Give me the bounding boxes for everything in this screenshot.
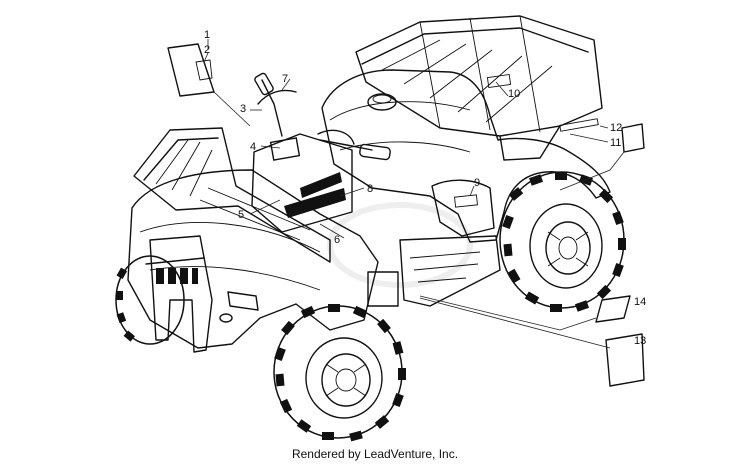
callout-labels: 1 2 3 4 5 6 7 8 9 10 11 12 13 14 — [204, 29, 646, 347]
decal-sheet-13[interactable] — [605, 333, 645, 387]
callout-2[interactable]: 2 — [204, 44, 210, 56]
callout-14[interactable]: 14 — [634, 296, 646, 308]
handlebar-assembly[interactable] — [254, 72, 391, 161]
leader-lines — [203, 39, 625, 349]
decal-sheet-14[interactable] — [595, 295, 631, 323]
callout-3[interactable]: 3 — [240, 103, 246, 115]
front-tire-tread — [274, 304, 406, 442]
callout-7[interactable]: 7 — [282, 73, 288, 85]
rear-right-wheel[interactable] — [499, 171, 626, 312]
callout-10[interactable]: 10 — [508, 88, 520, 100]
decal-sheet-12[interactable] — [621, 123, 645, 153]
atv-body[interactable] — [127, 15, 611, 353]
center-console — [251, 133, 353, 233]
callout-12[interactable]: 12 — [610, 122, 622, 134]
fuel-cap — [367, 93, 397, 111]
front-grille — [156, 268, 198, 284]
callout-1[interactable]: 1 — [204, 29, 210, 41]
callout-8[interactable]: 8 — [367, 183, 373, 195]
rear-rack[interactable] — [355, 15, 603, 161]
rendered-by-footer: Rendered by LeadVenture, Inc. — [291, 447, 459, 461]
callout-4[interactable]: 4 — [250, 141, 256, 153]
atv-decal-diagram: 1 2 3 4 5 6 7 8 9 10 11 12 13 14 — [115, 15, 646, 442]
front-left-wheel[interactable] — [115, 255, 185, 345]
callout-13[interactable]: 13 — [634, 335, 646, 347]
front-right-wheel[interactable] — [273, 304, 406, 442]
front-bumper[interactable] — [145, 235, 213, 353]
callout-6[interactable]: 6 — [334, 234, 340, 246]
front-rack[interactable] — [133, 127, 331, 263]
front-left-tire-tread — [116, 267, 135, 342]
callout-5[interactable]: 5 — [238, 209, 244, 221]
callout-9[interactable]: 9 — [474, 177, 480, 189]
rear-tire-tread — [502, 172, 626, 312]
callout-11[interactable]: 11 — [610, 137, 621, 149]
